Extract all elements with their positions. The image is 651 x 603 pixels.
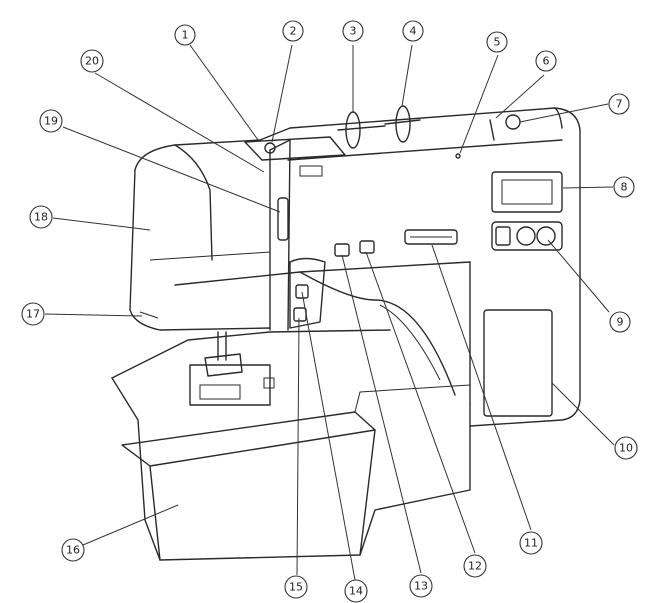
callout-9-label: 9 bbox=[617, 316, 624, 329]
callout-19: 19 bbox=[39, 109, 63, 133]
callout-10: 10 bbox=[614, 436, 638, 460]
callout-17-label: 17 bbox=[26, 308, 40, 321]
callout-8: 8 bbox=[613, 176, 635, 198]
callout-12-label: 12 bbox=[468, 560, 482, 573]
callout-2: 2 bbox=[282, 20, 304, 42]
callout-19-label: 19 bbox=[44, 115, 58, 128]
callout-5-label: 5 bbox=[494, 36, 501, 49]
callout-4: 4 bbox=[402, 20, 424, 42]
callout-7-label: 7 bbox=[616, 98, 623, 111]
callout-12: 12 bbox=[463, 554, 487, 578]
callout-5: 5 bbox=[486, 31, 508, 53]
callout-10-label: 10 bbox=[619, 442, 633, 455]
callout-18-label: 18 bbox=[34, 211, 48, 224]
callout-7: 7 bbox=[608, 93, 630, 115]
callout-13: 13 bbox=[409, 574, 433, 598]
callout-3-label: 3 bbox=[350, 25, 357, 38]
callout-20: 20 bbox=[80, 49, 104, 73]
callout-1-label: 1 bbox=[182, 29, 189, 42]
callout-16-label: 16 bbox=[66, 544, 80, 557]
callout-16: 16 bbox=[61, 538, 85, 562]
callout-18: 18 bbox=[29, 205, 53, 229]
callout-11: 11 bbox=[519, 531, 543, 555]
leader-lines bbox=[44, 44, 615, 581]
callout-15: 15 bbox=[284, 575, 308, 599]
callout-2-label: 2 bbox=[290, 25, 297, 38]
callout-15-label: 15 bbox=[289, 581, 303, 594]
callout-9: 9 bbox=[609, 311, 631, 333]
callout-1: 1 bbox=[174, 24, 196, 46]
callout-4-label: 4 bbox=[410, 25, 417, 38]
callout-17: 17 bbox=[21, 302, 45, 326]
callout-11-label: 11 bbox=[524, 537, 538, 550]
callout-14-label: 14 bbox=[349, 585, 363, 598]
callout-14: 14 bbox=[344, 579, 368, 603]
callout-6: 6 bbox=[535, 50, 557, 72]
callout-20-label: 20 bbox=[85, 55, 99, 68]
machine-drawing bbox=[111, 105, 581, 561]
callout-8-label: 8 bbox=[621, 181, 628, 194]
callout-6-label: 6 bbox=[543, 55, 550, 68]
callout-3: 3 bbox=[342, 20, 364, 42]
callout-13-label: 13 bbox=[414, 580, 428, 593]
